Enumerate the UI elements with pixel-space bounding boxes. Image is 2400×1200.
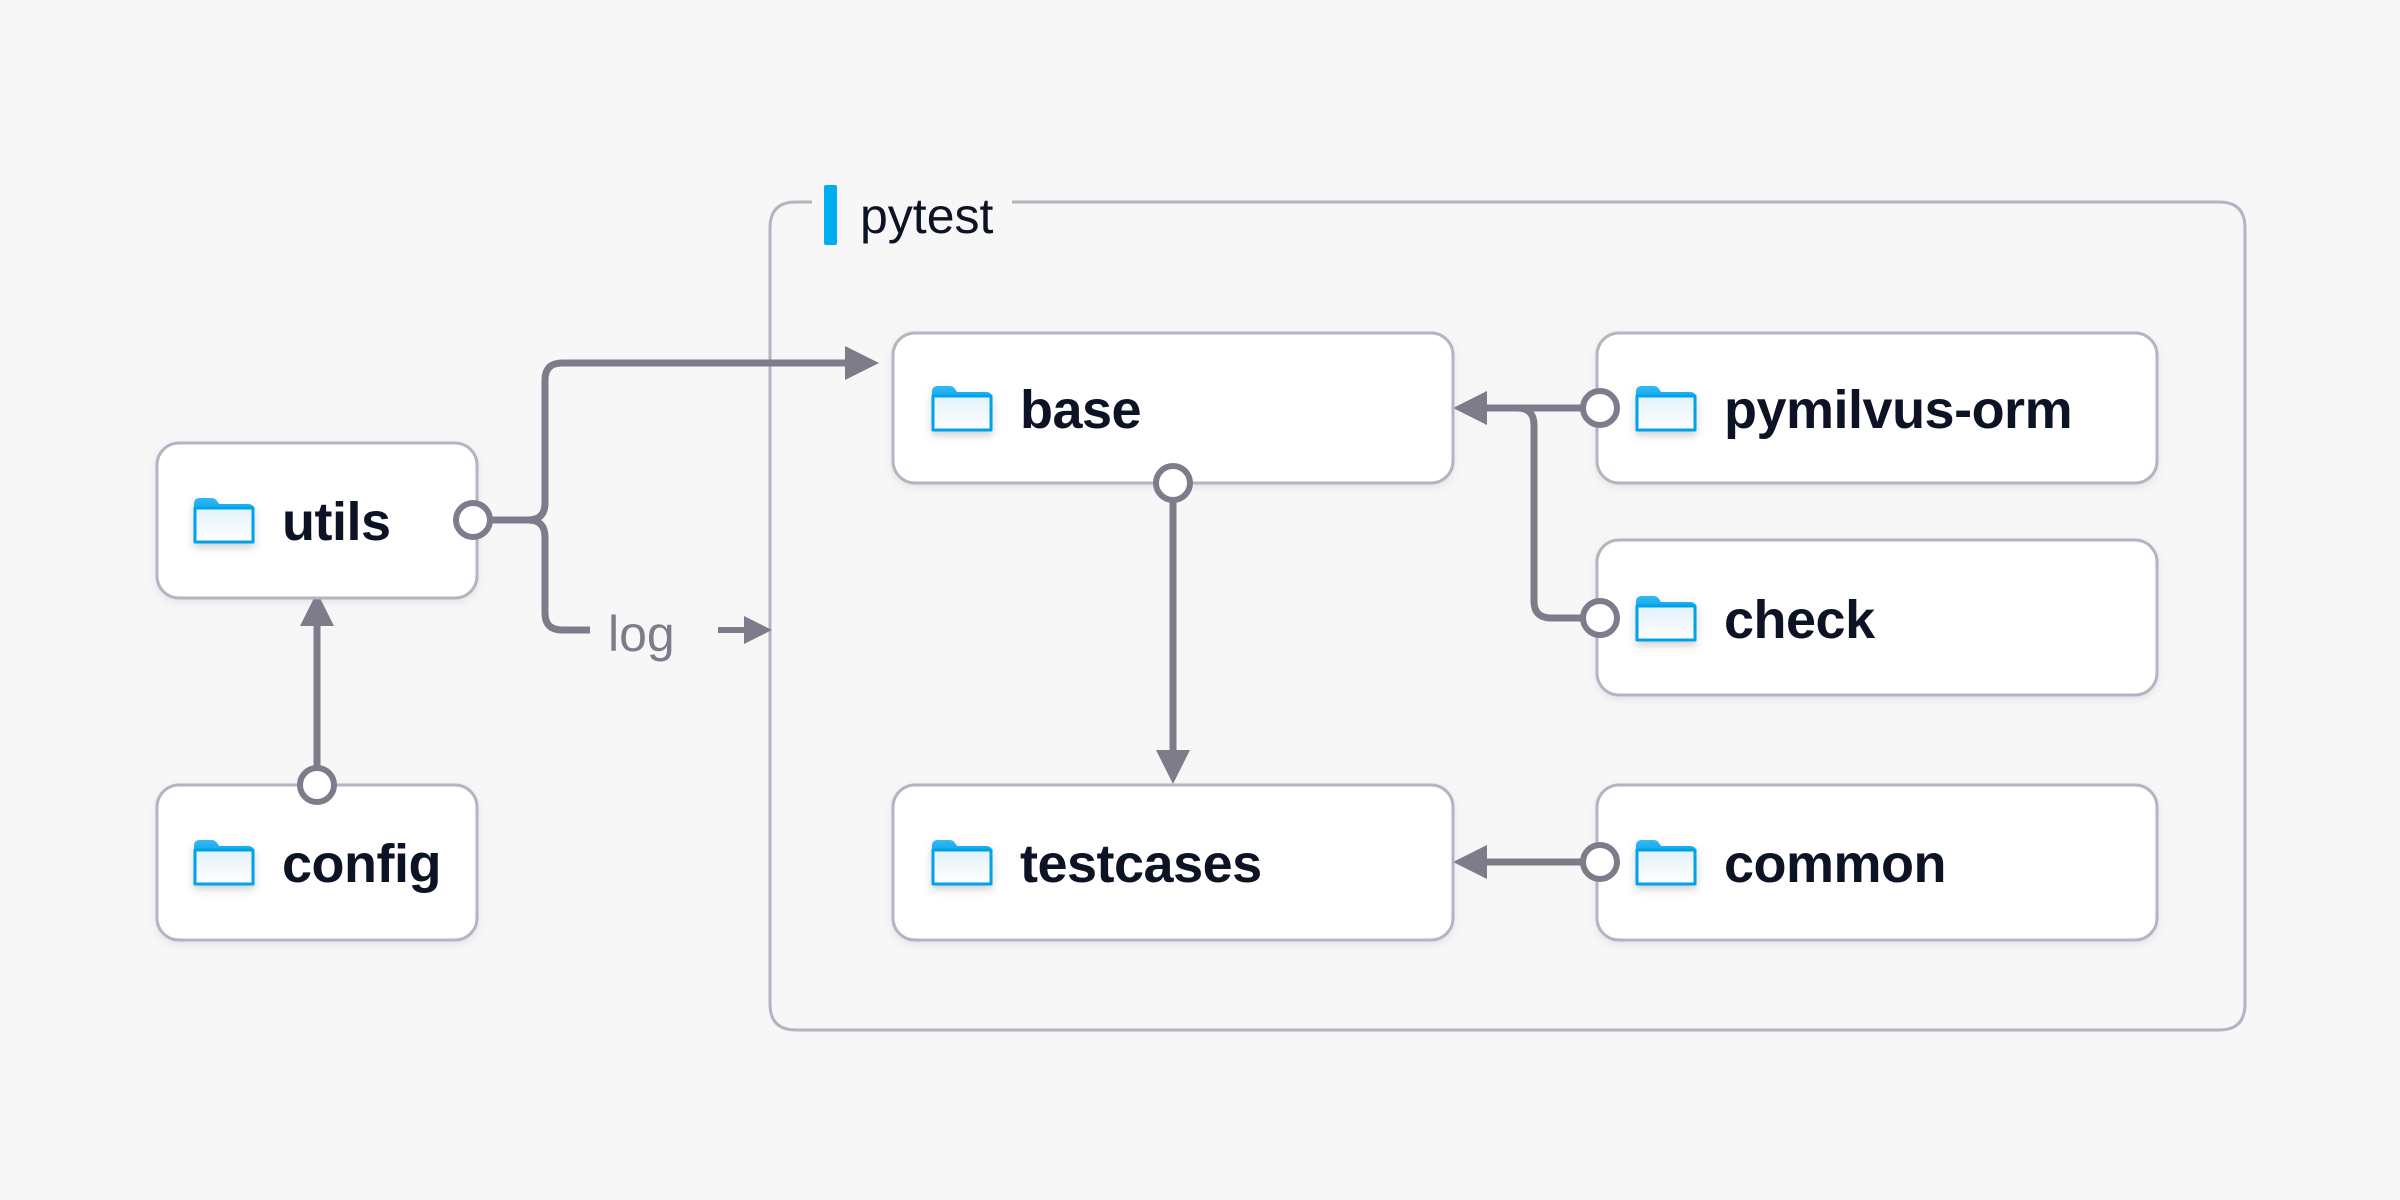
pytest-group-border xyxy=(768,200,2247,1032)
node-base[interactable]: base xyxy=(891,331,1455,485)
node-testcases[interactable]: testcases xyxy=(891,783,1455,942)
folder-icon xyxy=(1634,384,1698,432)
folder-icon xyxy=(1634,838,1698,886)
node-pymilvus-orm[interactable]: pymilvus-orm xyxy=(1595,331,2159,485)
folder-icon xyxy=(192,838,256,886)
node-check-label: check xyxy=(1724,590,1876,650)
port-pymilvus-orm-left[interactable] xyxy=(1580,388,1620,428)
edge-label-log: log xyxy=(608,606,675,662)
node-common[interactable]: common xyxy=(1595,783,2159,942)
port-config-top[interactable] xyxy=(297,765,337,805)
edge-check-to-base xyxy=(1477,404,1583,622)
edge-base-to-testcases xyxy=(1156,483,1190,784)
node-config[interactable]: config xyxy=(155,783,479,942)
edge-config-to-utils xyxy=(300,592,334,785)
node-testcases-label: testcases xyxy=(1020,834,1262,894)
folder-icon xyxy=(930,838,994,886)
pytest-group[interactable]: pytest xyxy=(768,185,2247,1032)
node-config-label: config xyxy=(282,834,441,894)
node-testcases-box[interactable] xyxy=(891,783,1455,942)
folder-icon xyxy=(192,496,256,544)
folder-icon xyxy=(930,384,994,432)
pytest-group-marker xyxy=(824,185,837,245)
folder-icon xyxy=(1634,594,1698,642)
node-base-label: base xyxy=(1020,380,1141,440)
port-base-bottom[interactable] xyxy=(1153,463,1193,503)
edge-utils-to-base xyxy=(487,346,879,524)
node-common-label: common xyxy=(1724,834,1946,894)
node-utils-label: utils xyxy=(282,492,391,552)
node-utils[interactable]: utils xyxy=(155,441,479,600)
node-check[interactable]: check xyxy=(1595,538,2159,697)
pytest-group-label: pytest xyxy=(860,188,994,244)
port-check-left[interactable] xyxy=(1580,598,1620,638)
port-utils-right[interactable] xyxy=(453,500,493,540)
edge-utils-to-pytest-log: log xyxy=(487,516,772,662)
edge-common-to-testcases xyxy=(1453,845,1583,879)
node-pymilvus-orm-label: pymilvus-orm xyxy=(1724,380,2072,440)
port-common-left[interactable] xyxy=(1580,842,1620,882)
